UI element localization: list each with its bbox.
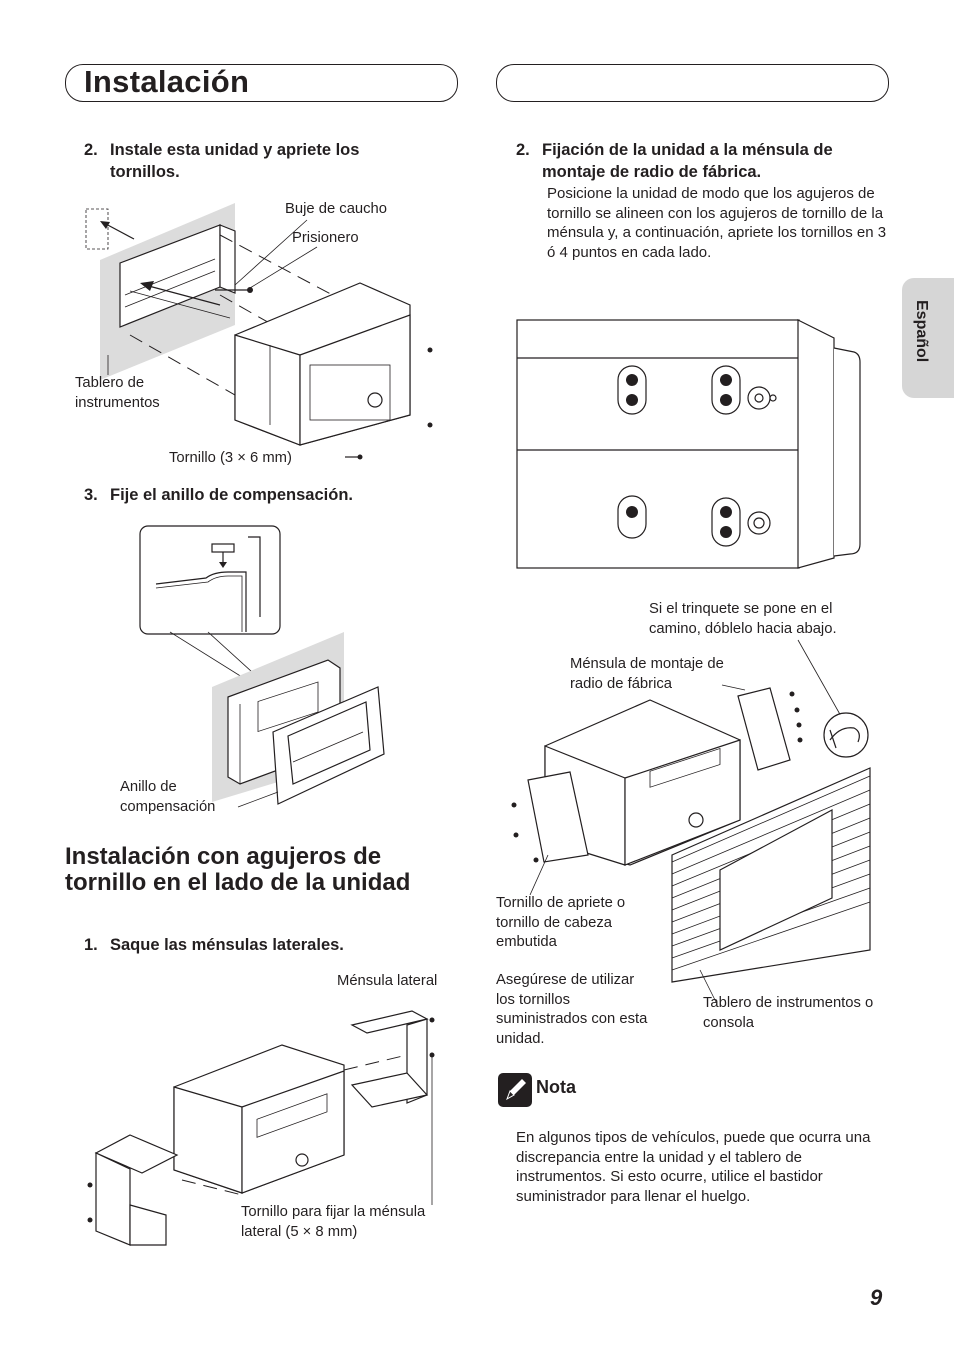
- note-icon: [498, 1073, 532, 1107]
- step-2-right-body: Posicione la unidad de modo que los aguj…: [547, 185, 887, 261]
- step-2-right: 2. Fijación de la unidad a la ménsula de…: [516, 139, 896, 183]
- figure-trim-ring: [139, 525, 385, 808]
- section-title-side-holes: Instalación con agujeros de tornillo en …: [65, 843, 411, 896]
- page-title: Instalación: [84, 64, 250, 99]
- label-rubber-bush: Buje de caucho: [285, 201, 388, 217]
- figure-screw-holes: [516, 319, 861, 569]
- step-number: 1.: [84, 936, 98, 954]
- step-text: Saque las ménsulas laterales.: [110, 936, 344, 954]
- step-3-left: 3. Fije el anillo de compensación.: [84, 484, 429, 506]
- note-heading: Nota: [536, 1077, 576, 1097]
- header-title-box: [65, 64, 458, 102]
- step-text: Fije el anillo de compensación.: [110, 486, 353, 504]
- label-screw-3x6: Tornillo (3 × 6 mm): [169, 450, 292, 466]
- label-factory-bracket: Ménsula de montaje de radio de fábrica: [570, 656, 724, 692]
- step-text: Instale esta unidad y apriete los tornil…: [110, 141, 360, 181]
- step-text: Fijación de la unidad a la ménsula de mo…: [542, 141, 833, 181]
- label-trim-ring: Anillo de compensación: [120, 779, 216, 815]
- language-tab-label: Español: [913, 300, 930, 363]
- label-bracket-screw: Tornillo para fijar la ménsula lateral (…: [241, 1204, 426, 1240]
- step-number: 2.: [516, 141, 530, 159]
- step-number: 3.: [84, 486, 98, 504]
- label-use-supplied-screws: Asegúrese de utilizar los tornillos sumi…: [496, 972, 648, 1047]
- label-dashboard: Tablero de instrumentos: [75, 375, 160, 411]
- label-binding-screw: Tornillo de apriete o tornillo de cabeza…: [496, 895, 626, 950]
- figure-side-brackets: [87, 1010, 435, 1246]
- label-catch-note: Si el trinquete se pone en el camino, dó…: [649, 601, 837, 637]
- header-empty-box: [496, 64, 889, 102]
- figure-install-unit: [85, 203, 433, 460]
- step-number: 2.: [84, 141, 98, 159]
- language-tab: Español: [902, 278, 954, 398]
- step-1-left: 1. Saque las ménsulas laterales.: [84, 934, 429, 956]
- label-side-bracket: Ménsula lateral: [337, 973, 438, 989]
- figure-factory-bracket: [511, 639, 871, 1003]
- label-screw-stud: Prisionero: [292, 230, 359, 246]
- page-number: 9: [870, 1285, 883, 1310]
- note-text: En algunos tipos de vehículos, puede que…: [516, 1129, 871, 1205]
- step-2-left: 2. Instale esta unidad y apriete los tor…: [84, 139, 429, 183]
- label-dashboard-console: Tablero de instrumentos o consola: [703, 995, 874, 1031]
